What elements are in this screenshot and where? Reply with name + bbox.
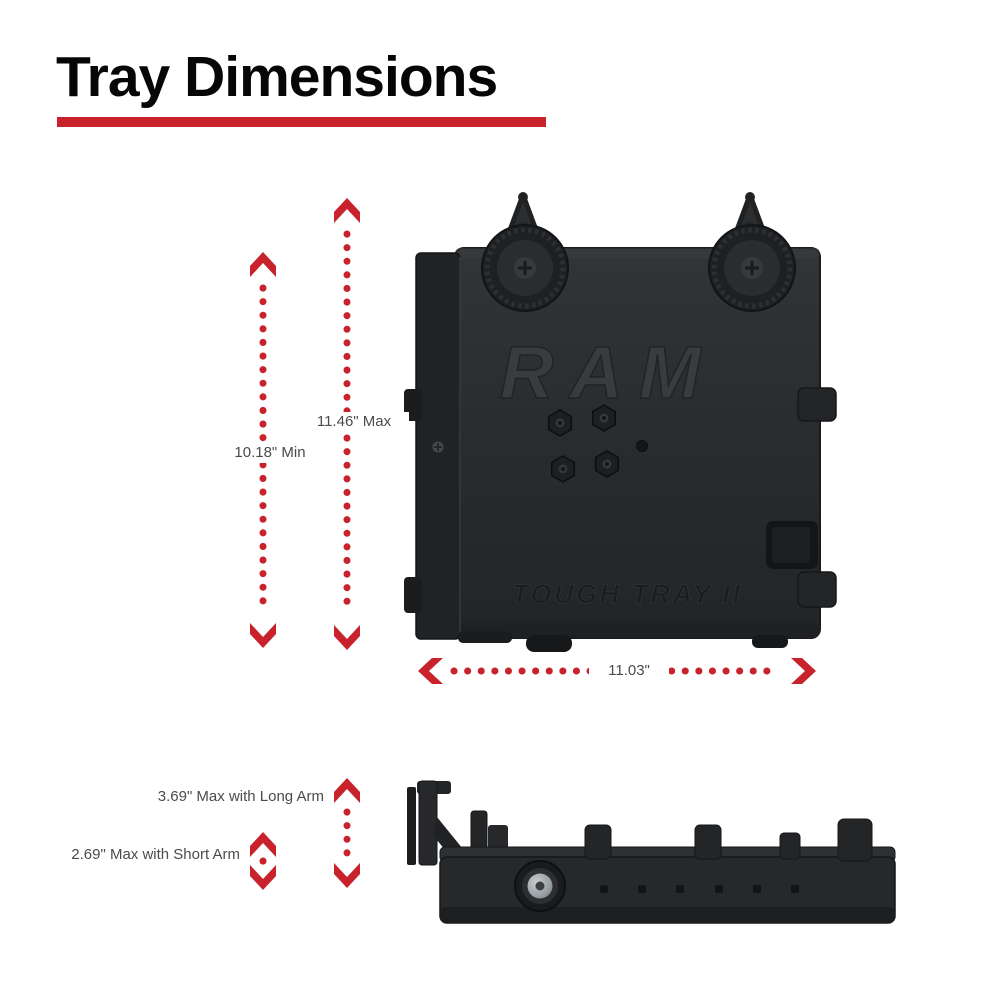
tray-side-view-illustration (407, 780, 896, 924)
arrowhead-left-icon (418, 658, 443, 684)
dim-label-long-arm: 3.69" Max with Long Arm (140, 787, 326, 807)
model-emboss: TOUGH TRAY II (512, 579, 743, 609)
right-tab-upper (797, 387, 837, 422)
arrowhead-up-icon (250, 252, 276, 277)
right-tab-lower (797, 571, 837, 608)
side-knob (514, 860, 566, 912)
mounting-holes (600, 885, 799, 893)
dim-label-short-arm: 2.69" Max with Short Arm (58, 845, 242, 865)
arrowhead-down-icon (250, 623, 276, 648)
clamp-knob-right (708, 224, 796, 312)
hex-bolt (550, 455, 576, 483)
center-hole (636, 440, 648, 452)
hex-bolt (594, 450, 620, 478)
tray-top-view-illustration: RAM TOUGH TRAY II (404, 192, 837, 652)
foot-left (526, 635, 572, 652)
page-title: Tray Dimensions (56, 45, 498, 109)
dim-label-width: 11.03" (589, 661, 669, 681)
ram-logo-emboss: RAM (500, 331, 717, 414)
hex-bolt (547, 409, 573, 437)
base-lower-strip (440, 907, 895, 923)
end-cap (837, 818, 873, 862)
latch-block (766, 521, 818, 569)
hex-bolt (591, 404, 617, 432)
arrowhead-down-icon (334, 863, 360, 888)
rail-screw (432, 441, 444, 453)
body-bottom-edge (455, 623, 820, 638)
foot-rail (458, 631, 512, 643)
arrowhead-up-icon (250, 832, 276, 857)
arrowhead-up-icon (334, 198, 360, 223)
retention-tab (694, 824, 722, 860)
clamp-knob-left (481, 224, 569, 312)
arrowhead-right-icon (791, 658, 816, 684)
rail-clamp-lower (404, 577, 422, 613)
arrowhead-down-icon (250, 865, 276, 890)
dim-label-height-max: 11.46" Max (299, 412, 409, 432)
arrowhead-down-icon (334, 625, 360, 650)
dimension-arrow-long-arm (334, 778, 360, 888)
foot-right (752, 635, 788, 648)
title-underline (57, 117, 546, 127)
dim-label-height-min: 10.18" Min (215, 443, 325, 463)
dimension-arrow-short-arm (250, 832, 276, 890)
arrowhead-up-icon (334, 778, 360, 803)
retention-tab (584, 824, 612, 860)
retention-tab (779, 832, 801, 860)
